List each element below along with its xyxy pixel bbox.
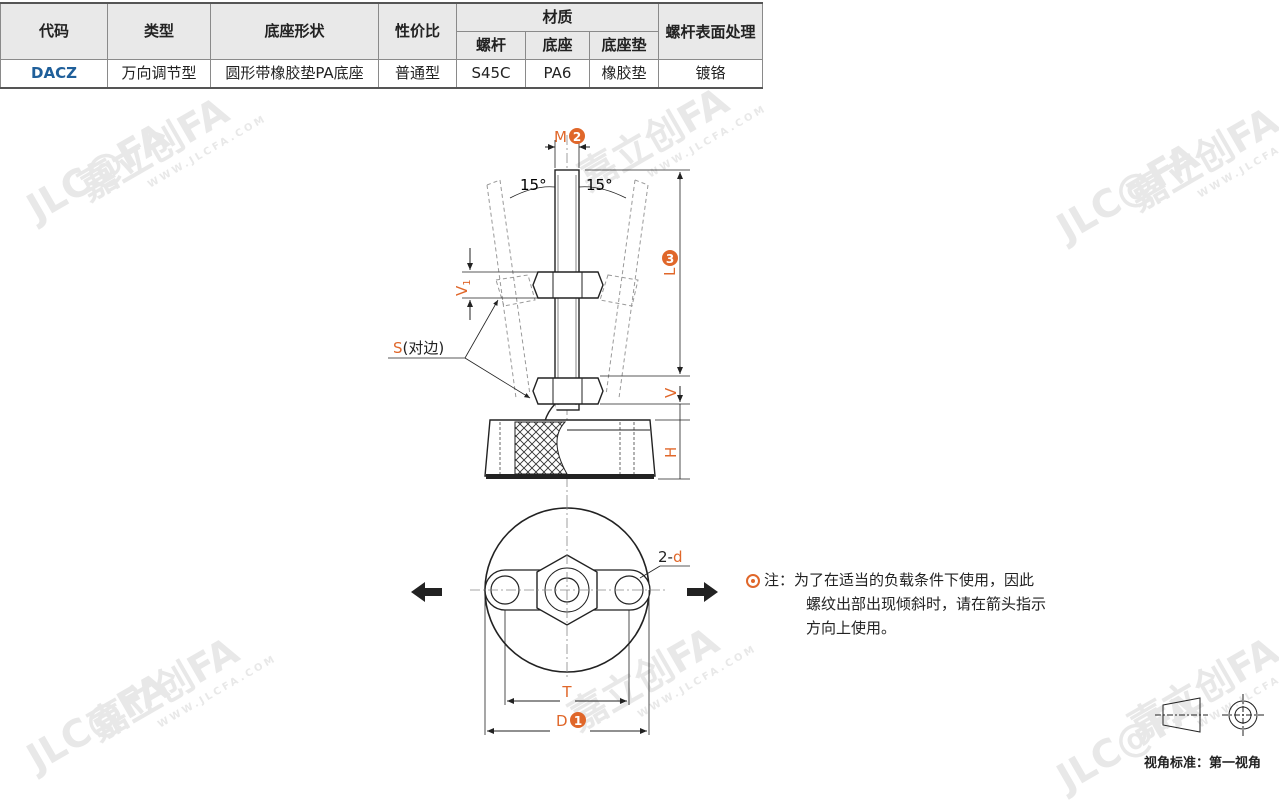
note-line-1: 注：为了在适当的负载条件下使用，因此 (764, 571, 1035, 589)
badge-3 (662, 250, 678, 266)
cell-price: 普通型 (378, 59, 457, 89)
note-bullet-icon (746, 574, 760, 588)
projection-symbol (1155, 694, 1264, 736)
base-knurl-section (514, 421, 568, 475)
label-m: M (554, 128, 567, 146)
header-screw: 螺杆 (456, 31, 526, 60)
angle-left: 15° (520, 176, 547, 194)
cell-base-shape: 圆形带橡胶垫PA底座 (210, 59, 379, 89)
badge-1 (570, 712, 586, 728)
cell-surface: 镀铬 (658, 59, 763, 89)
badge-3-text: 3 (666, 252, 674, 266)
projection-label: 视角标准：第一视角 (1144, 756, 1262, 771)
cell-code: DACZ (0, 59, 108, 89)
label-v: V (662, 387, 680, 398)
label-d: D (556, 712, 568, 730)
label-v1: V1 (453, 279, 473, 296)
label-2d: 2-d (658, 548, 683, 566)
spec-table: 代码 类型 底座形状 性价比 材质 螺杆表面处理 螺杆 底座 底座垫 DACZ … (0, 2, 763, 89)
header-pad: 底座垫 (589, 31, 659, 60)
header-base-shape: 底座形状 (210, 2, 379, 60)
usage-note: 注：为了在适当的负载条件下使用，因此 螺纹出部出现倾斜时，请在箭头指示 方向上使… (746, 568, 1106, 640)
header-base: 底座 (525, 31, 590, 60)
cell-type: 万向调节型 (107, 59, 211, 89)
direction-arrow-right (687, 582, 718, 602)
direction-arrow-left (411, 582, 442, 602)
angle-right: 15° (586, 176, 613, 194)
badge-1-text: 1 (574, 714, 582, 728)
base-body (484, 419, 656, 477)
cell-screw: S45C (456, 59, 526, 89)
header-material: 材质 (456, 2, 659, 32)
note-line-3: 方向上使用。 (806, 619, 897, 637)
lower-nut (532, 377, 604, 405)
label-t: T (561, 683, 572, 701)
technical-drawing: M 2 15° 15° L 3 V1 S(对边) V H (388, 128, 1264, 736)
tilted-rod-right (599, 179, 649, 399)
note-line-2: 螺纹出部出现倾斜时，请在箭头指示 (806, 595, 1047, 613)
header-surface: 螺杆表面处理 (658, 2, 763, 60)
rubber-pad (486, 474, 654, 479)
tilted-rod-left (486, 179, 536, 399)
label-s: S(对边) (393, 339, 444, 357)
label-l: L (661, 267, 679, 276)
upper-nut (532, 271, 604, 299)
cell-base: PA6 (525, 59, 590, 89)
label-h: H (662, 447, 680, 458)
header-code: 代码 (0, 2, 108, 60)
badge-2-text: 2 (573, 130, 581, 144)
badge-2 (569, 128, 585, 144)
